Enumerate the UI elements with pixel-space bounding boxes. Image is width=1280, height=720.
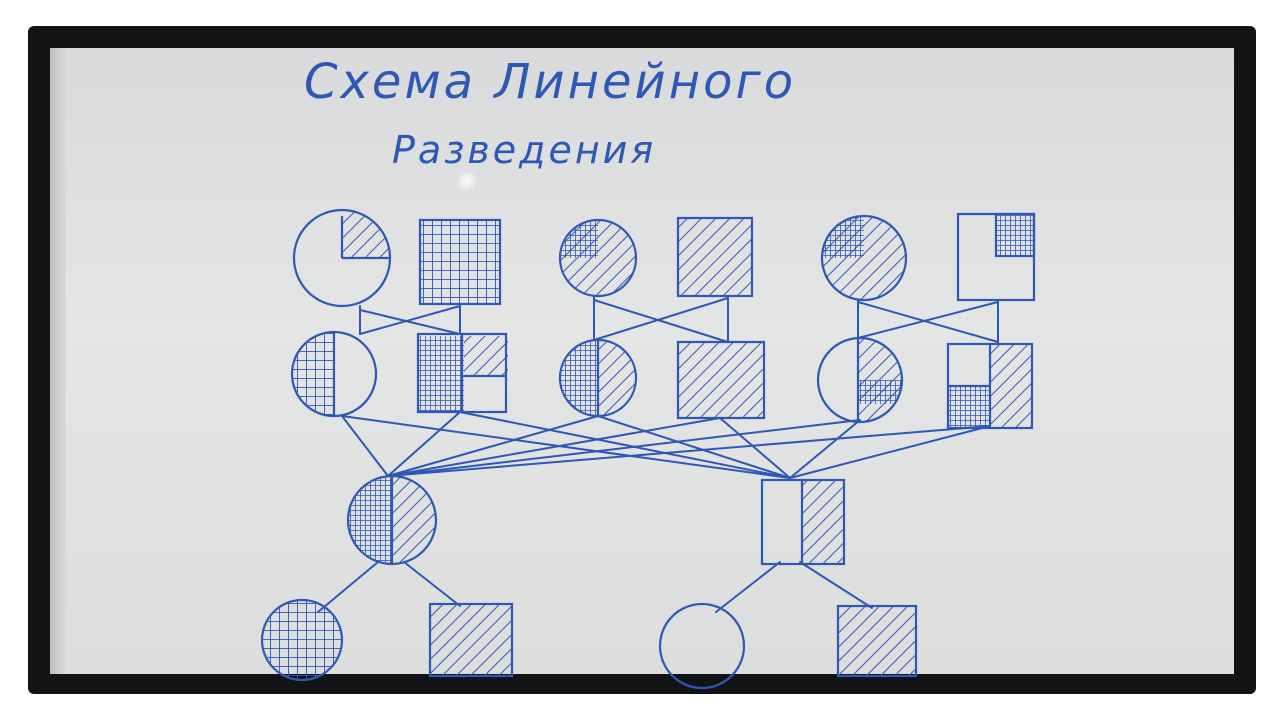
male-g1-b [418, 218, 502, 306]
light-reflection [456, 170, 478, 192]
female-g1-e [820, 214, 908, 302]
male-g4-d [836, 604, 918, 678]
female-g2-c [558, 338, 638, 418]
male-g2-f [946, 342, 1034, 430]
connections-gen3-gen4 [317, 561, 873, 613]
female-g4-a [260, 598, 344, 682]
female-g2-a [290, 330, 378, 418]
female-g2-e [816, 336, 904, 424]
female-g3-a [346, 474, 438, 566]
connections-gen2-gen3 [341, 411, 991, 479]
male-g3-b [760, 478, 846, 566]
female-g4-c [658, 602, 746, 690]
male-g2-b [416, 332, 508, 414]
diagram-title-line2: Разведения [392, 128, 657, 172]
whiteboard-edge [50, 48, 66, 674]
male-g2-d [676, 340, 766, 420]
female-g1-a [292, 208, 392, 308]
diagram-title-line1: Схема Линейного [304, 54, 797, 110]
male-g4-b [428, 602, 514, 678]
connections-gen1-gen2 [359, 295, 999, 343]
whiteboard [50, 48, 1234, 674]
female-g1-c [558, 218, 638, 298]
male-g1-f [956, 212, 1036, 302]
male-g1-d [676, 216, 754, 298]
